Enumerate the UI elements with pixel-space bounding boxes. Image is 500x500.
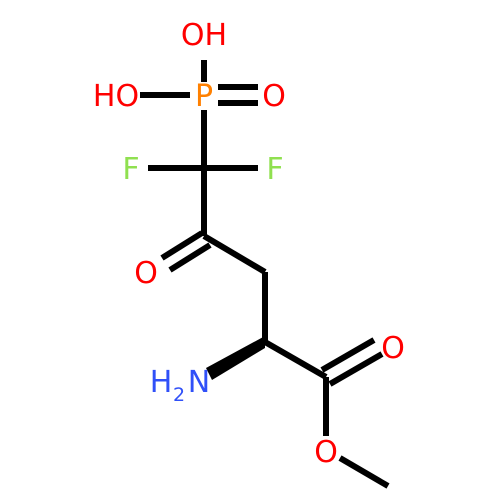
atom-phosphorus: P	[195, 79, 213, 114]
atom-f-right: F	[266, 152, 283, 187]
atom-o-ester-carbonyl: O	[381, 331, 405, 366]
atom-nh2-subscript: 2	[173, 384, 185, 406]
bond-o-methyl	[338, 455, 390, 489]
atom-ho-left: HO	[93, 79, 139, 114]
atom-oh-top: OH	[181, 18, 227, 53]
bond-c2-o-double-b	[168, 242, 212, 273]
atom-o-ketone: O	[134, 256, 158, 291]
bond-c2-o-double-a	[160, 230, 204, 261]
bond-c2-c3	[202, 233, 267, 275]
bond-c4-c5	[263, 339, 328, 380]
atom-o-ester: O	[314, 435, 338, 470]
bond-c5-o-double-a	[320, 337, 376, 373]
atom-nh2: H 2 N	[150, 365, 211, 406]
bonds	[140, 60, 390, 489]
atom-o-phosphoryl: O	[262, 79, 286, 114]
wedge-bond-c4-n	[206, 336, 265, 380]
atom-nh2-n: N	[188, 365, 210, 400]
atom-nh2-h: H	[150, 365, 173, 400]
atom-f-left: F	[122, 152, 139, 187]
atom-labels: OH HO P O F F O H 2 N O O	[93, 18, 405, 470]
bond-c5-o-double-b	[328, 351, 384, 387]
